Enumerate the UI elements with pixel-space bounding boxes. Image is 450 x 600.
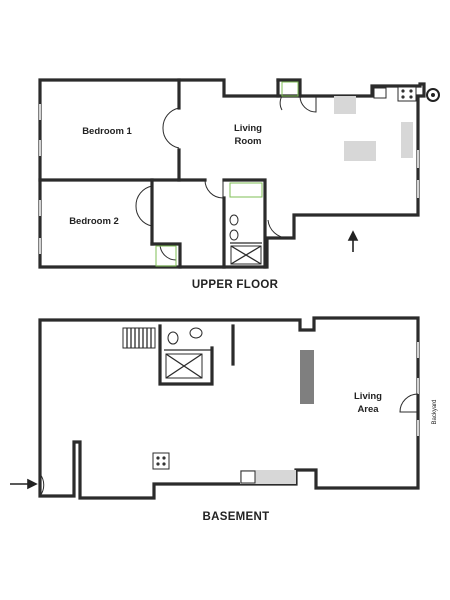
bedroom-divider-wall <box>38 178 154 246</box>
stove-burner-icon <box>409 89 413 93</box>
basement-toilet <box>167 331 179 345</box>
basement-entry-door <box>39 473 45 497</box>
sink <box>229 229 239 241</box>
kitchen-stove <box>397 86 417 102</box>
stove-burner-icon <box>162 462 166 466</box>
bathroom-door <box>204 179 224 199</box>
upper-floor-plan: Bedroom 1 Bedroom 2 Living Room UPPER FL… <box>38 78 440 291</box>
bedroom1-door <box>162 107 180 149</box>
room-label-living-area-line1: Living <box>354 391 382 402</box>
basement-shower-cross <box>165 353 203 379</box>
kitchen-sink <box>373 87 387 99</box>
stove-burner-icon <box>162 456 166 460</box>
room-label-living-line1: Living <box>234 123 262 134</box>
basement-stairs <box>122 327 156 349</box>
upper-exterior-wall <box>38 78 426 269</box>
stove-burner-icon <box>401 89 405 93</box>
compass-center-icon <box>431 93 435 97</box>
backyard-door <box>399 393 419 413</box>
basement-title: BASEMENT <box>203 511 270 523</box>
room-label-bedroom2: Bedroom 2 <box>69 216 119 227</box>
stove-burner-icon <box>409 95 413 99</box>
basement-sink <box>240 470 256 484</box>
room-label-living-area-line2: Area <box>357 404 379 415</box>
pantry-door-small <box>279 95 283 111</box>
backyard-label: Backyard <box>432 399 438 424</box>
pantry-wall <box>276 78 302 98</box>
pantry-door <box>299 95 317 113</box>
shower-cross <box>230 245 262 265</box>
basement-entry-arrow-icon <box>10 478 38 490</box>
closet-wall <box>150 242 182 269</box>
upper-entry-arrow-icon <box>347 230 359 252</box>
basement-stove <box>152 452 170 470</box>
bedroom1-right-wall-lower <box>150 148 181 182</box>
stove-burner-icon <box>401 95 405 99</box>
bathroom-vanity <box>229 182 263 198</box>
upper-floor-title: UPPER FLOOR <box>192 279 279 291</box>
room-label-living-line2: Room <box>235 136 262 147</box>
basement-plan: Living Area Backyard BASEMENT <box>10 316 438 523</box>
toilet <box>229 214 239 226</box>
bathroom-wall <box>222 178 267 269</box>
living-room-table <box>344 141 376 161</box>
basement-bathroom-wall <box>158 324 214 386</box>
kitchen-counter <box>334 96 356 114</box>
basement-dark-counter <box>300 350 314 404</box>
entry-door-left <box>267 219 289 239</box>
basement-sink <box>189 327 203 339</box>
living-room-counter <box>401 122 413 158</box>
north-compass-icon <box>426 88 440 102</box>
closet-shelf <box>155 245 177 267</box>
stove-burner-icon <box>156 462 160 466</box>
bedroom2-door <box>135 185 153 227</box>
stove-burner-icon <box>156 456 160 460</box>
room-label-bedroom1: Bedroom 1 <box>82 126 132 137</box>
pantry-shelf <box>281 81 299 97</box>
